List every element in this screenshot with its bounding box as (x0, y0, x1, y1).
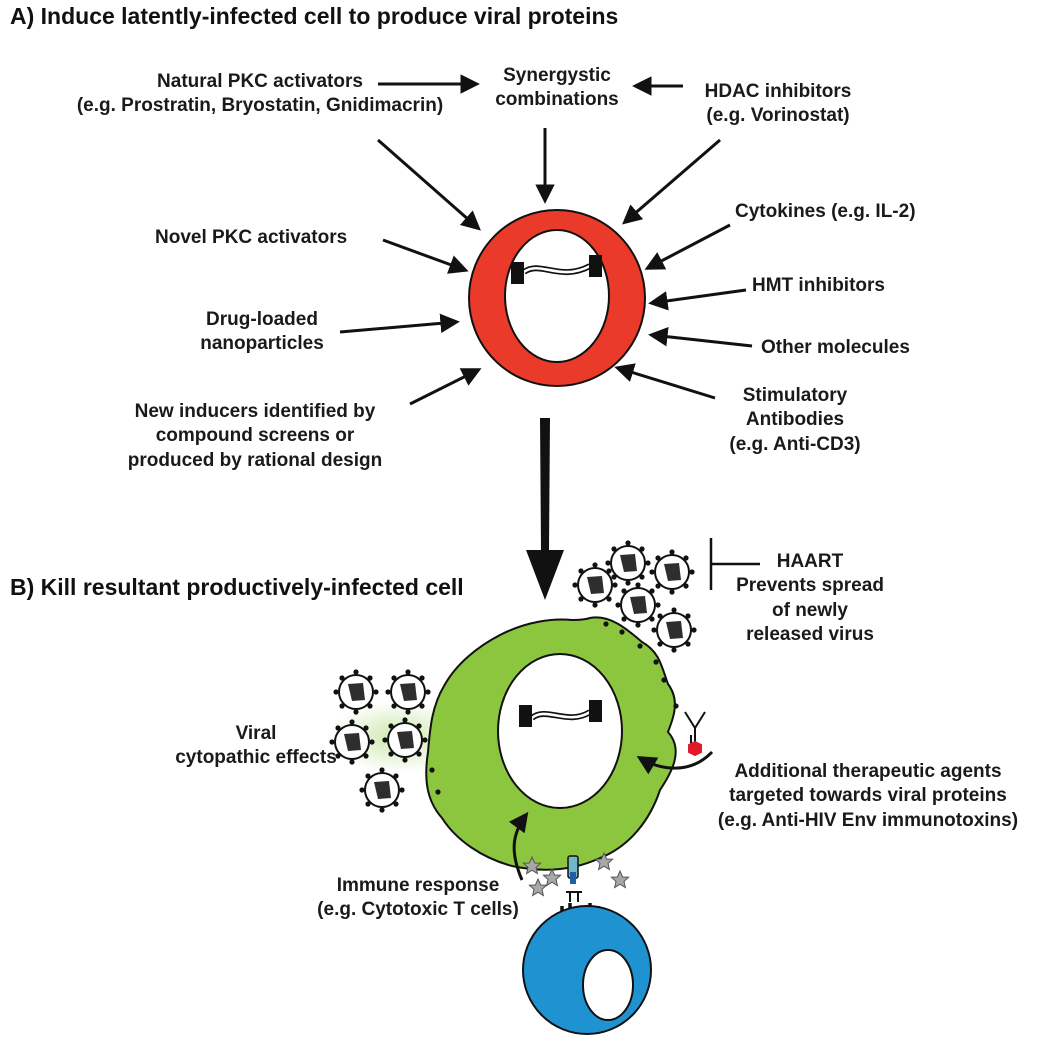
cytokine-star-icon (610, 870, 630, 889)
label-line: combinations (495, 89, 619, 111)
arrow-stimulatory-to-cell (614, 363, 716, 400)
label-drug-loaded: Drug-loaded nanoparticles (200, 308, 324, 357)
t-cell (522, 905, 652, 1035)
label-line: (e.g. Anti-CD3) (729, 433, 861, 455)
arrow-agents-to-cell (636, 750, 714, 775)
label-line: of newly (771, 599, 849, 621)
label-additional-agents: Additional therapeutic agents targeted t… (718, 760, 1018, 833)
label-line: New inducers identified by (134, 401, 376, 422)
label-line: Additional therapeutic agents (734, 761, 1002, 782)
label-line: (e.g. Cytotoxic T cells) (317, 899, 519, 921)
label-line: Natural PKC activators (157, 71, 363, 92)
label-line: (e.g. Vorinostat) (706, 105, 850, 127)
virion-icon (358, 766, 406, 814)
arrow-novel-pkc-to-cell (382, 238, 469, 274)
arrow-new-inducers-to-cell (409, 368, 482, 406)
label-line: compound screens or (155, 425, 355, 447)
label-line: Stimulatory (742, 385, 848, 406)
label-line: Drug-loaded (206, 309, 318, 330)
virion-icon (650, 606, 698, 654)
arrow-immune-to-cell (508, 811, 529, 881)
label-line: (e.g. Prostratin, Bryostatin, Gnidimacri… (76, 95, 444, 117)
infected-cell (425, 616, 679, 871)
arrow-drug-loaded-to-cell (339, 313, 460, 334)
label-line: cytopathic effects (175, 747, 337, 769)
label-natural-pkc: Natural PKC activators (e.g. Prostratin,… (77, 70, 443, 119)
label-line: Prevents spread (736, 575, 884, 597)
virion-icon (571, 561, 619, 609)
latent-cell (468, 209, 646, 387)
label-viral-cytopathic: Viral cytopathic effects (175, 722, 337, 771)
label-line: produced by rational design (127, 449, 383, 471)
cytokine-star-icon (542, 868, 562, 887)
label-line: Immune response (336, 875, 500, 896)
label-line: Viral (235, 723, 277, 744)
label-stimulatory: Stimulatory Antibodies (e.g. Anti-CD3) (729, 384, 860, 457)
induction-arrows (339, 74, 753, 406)
transition-arrow (526, 418, 564, 600)
label-cytokines: Cytokines (e.g. IL-2) (735, 201, 916, 222)
cytokine-star-icon (528, 878, 548, 897)
label-line: Antibodies (745, 409, 845, 431)
label-immune-response: Immune response (e.g. Cytotoxic T cells) (317, 874, 519, 923)
label-new-inducers: New inducers identified by compound scre… (128, 400, 382, 473)
label-line: released virus (746, 623, 874, 645)
antibody-icon (684, 711, 706, 757)
label-line: HAART (776, 551, 844, 572)
label-line: Synergystic (503, 65, 611, 86)
virion-icon (384, 668, 432, 716)
arrow-hmt-to-cell (648, 288, 747, 311)
latent-provirus-icon (511, 255, 602, 284)
label-line: nanoparticles (200, 333, 324, 355)
label-line: HDAC inhibitors (704, 81, 852, 102)
virion-icon (648, 548, 696, 596)
virion-icon (381, 716, 429, 764)
label-line: (e.g. Anti-HIV Env immunotoxins) (717, 809, 1019, 831)
virion-icon (332, 668, 380, 716)
arrow-natural-pkc-to-cell (377, 138, 481, 231)
virion-icon (604, 539, 652, 587)
haart-inhibition (709, 538, 760, 590)
section-a-title: A) Induce latently-infected cell to prod… (10, 3, 619, 29)
label-synergystic: Synergystic combinations (495, 64, 619, 113)
label-hmt: HMT inhibitors (752, 275, 885, 296)
arrow-other-molecules-to-cell (648, 327, 753, 348)
label-other-molecules: Other molecules (761, 337, 910, 358)
label-hdac: HDAC inhibitors (e.g. Vorinostat) (705, 80, 852, 129)
label-novel-pkc: Novel PKC activators (155, 227, 348, 248)
arrow-hdac-to-cell (622, 138, 721, 225)
latent-provirus-icon (519, 700, 602, 727)
label-haart: HAART Prevents spread of newly released … (736, 550, 884, 647)
label-line: targeted towards viral proteins (729, 785, 1007, 807)
virion-icon (614, 581, 662, 629)
arrow-cytokines-to-cell (644, 223, 731, 270)
section-b-title: B) Kill resultant productively-infected … (10, 574, 464, 600)
